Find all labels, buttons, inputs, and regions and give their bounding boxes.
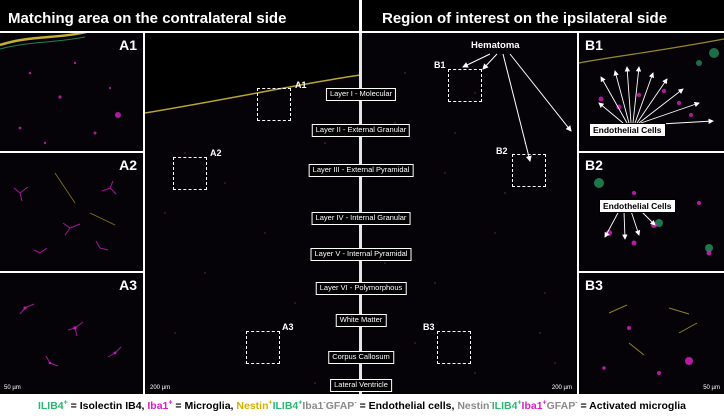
panel-label-a3: A3 [119,277,137,293]
roi-box-b2 [512,154,546,187]
layer-label-5: Layer V - Internal Pyramidal [310,248,412,261]
legend-endo-gfap-sign: - [354,399,357,407]
inset-a2: A2 [0,153,143,271]
panel-label-a1: A1 [119,37,137,53]
inset-a1-texture [0,33,121,145]
layer-label-2: Layer II - External Granular [311,124,411,137]
scale-bar-main-left: 200 µm [150,385,171,391]
inset-a2-texture [13,172,117,254]
inset-b2: B2 Endothelial Cells [579,153,724,271]
roi-label-b2: B2 [496,146,508,156]
layer-label-4: Layer IV - Internal Granular [311,212,411,225]
legend-iba1-sign: + [168,399,173,407]
legend-endo-iba1-sign: - [323,399,326,407]
panel-label-b2: B2 [585,157,603,173]
legend-act-iba1-sign: + [542,399,547,407]
row-divider-left-1 [0,151,143,153]
endothelial-callout-b2: Endothelial Cells [599,199,676,213]
legend-nestin: Nestin [236,400,269,412]
scale-bar-main-right: 200 µm [551,385,572,391]
legend-act-ilib4: ILIB4 [491,400,518,412]
row-divider-right-1 [579,151,724,153]
roi-box-b1 [448,69,482,102]
header-divider [0,31,724,33]
legend-ilib4-def: = Isolectin IB4, [67,400,148,412]
layer-label-7: White Matter [335,314,387,327]
inset-b3-texture [602,304,698,375]
inset-b1: B1 Endothelial Cells [579,33,724,151]
legend-endo-gfap: GFAP [325,400,355,412]
legend-caption: ILIB4+ = Isolectin IB4, Iba1+ = Microgli… [0,396,724,416]
panel-label-a2: A2 [119,157,137,173]
header-center-divider [359,0,362,33]
legend-act-gfap: GFAP [546,400,576,412]
layer-label-9: Lateral Ventricle [330,379,392,392]
roi-label-b3: B3 [423,322,435,332]
legend-act-def: = Activated microglia [577,400,687,412]
inset-a3: A3 50 µm [0,273,143,394]
inset-a3-texture [19,303,122,367]
layer-label-8: Corpus Callosum [328,351,394,364]
scale-bar-inset-right: 50 µm [703,385,720,391]
roi-label-a1: A1 [295,80,307,90]
inset-b2-texture [594,178,713,256]
legend-endo-def: = Endothelial cells, [356,400,458,412]
endothelial-callout-b1: Endothelial Cells [589,123,666,137]
legend-endo-iba1: Iba1 [302,400,324,412]
column-divider-left [143,31,145,394]
roi-label-a3: A3 [282,322,294,332]
inset-b3: B3 50 µm [579,273,724,394]
panel-label-b1: B1 [585,37,603,53]
legend-endo-ilib4: ILIB4 [272,400,299,412]
micrograph-figure: A1 A2 [0,0,724,394]
roi-box-b3 [437,331,471,364]
scale-bar-inset-left: 50 µm [4,385,21,391]
legend-act-ilib4-sign: + [517,399,522,407]
layer-label-1: Layer I - Molecular [325,88,397,101]
roi-box-a1 [257,88,291,121]
main-section: A1 A2 A3 B1 B2 B3 Hematoma [145,33,577,394]
layer-label-3: Layer III - External Pyramidal [308,164,414,177]
roi-label-a2: A2 [210,148,222,158]
legend-act-iba1: Iba1 [521,400,543,412]
roi-box-a3 [246,331,280,364]
legend-ilib4-sign: + [63,399,68,407]
row-divider-left-2 [0,271,143,273]
legend-act-nestin-sign: - [489,399,492,407]
column-divider-right [577,31,579,394]
inset-b1-texture [579,38,724,126]
legend-iba1-def: = Microglia, [172,400,237,412]
inset-a1: A1 [0,33,143,151]
roi-label-b1: B1 [434,60,446,70]
hematoma-arrows [462,53,572,162]
layer-label-6: Layer VI - Polymorphous [315,282,407,295]
panel-label-b3: B3 [585,277,603,293]
header-ipsilateral: Region of interest on the ipsilateral si… [382,10,668,27]
legend-iba1: Iba1 [147,400,169,412]
legend-act-gfap-sign: - [575,399,578,407]
row-divider-right-2 [579,271,724,273]
legend-endo-ilib4-sign: + [298,399,303,407]
hematoma-label: Hematoma [471,40,520,51]
roi-box-a2 [173,157,207,190]
header-contralateral: Matching area on the contralateral side [8,10,287,27]
legend-nestin-sign: + [268,399,273,407]
legend-ilib4: ILIB4 [37,400,64,412]
legend-act-nestin: Nestin [457,400,490,412]
